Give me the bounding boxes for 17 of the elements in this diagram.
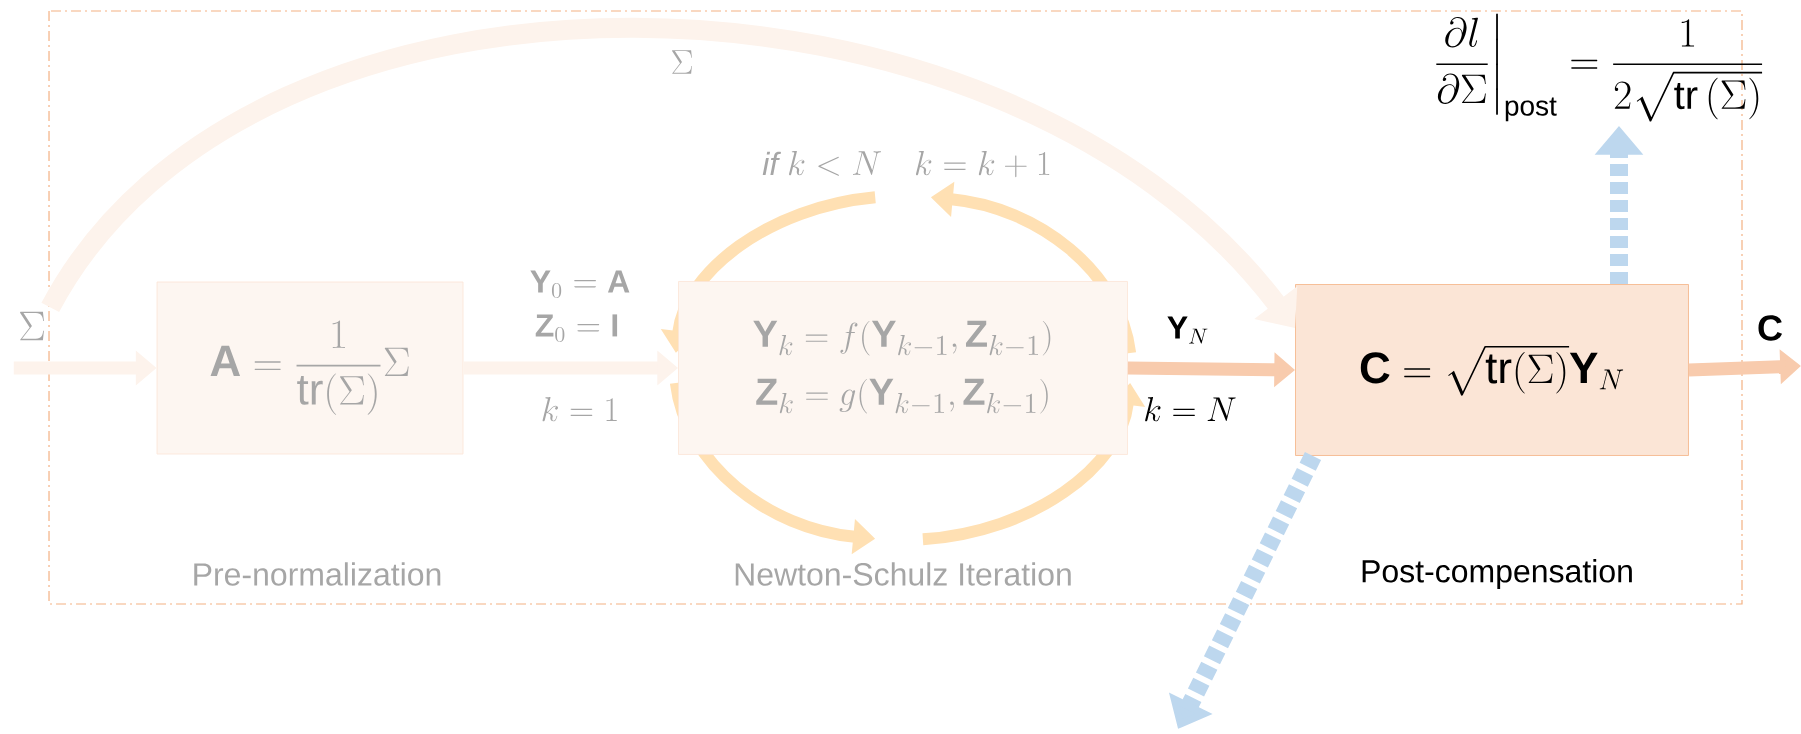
- process-box: $\mathbf{Y}_k=f(\mathbf{Y}_{k-1},\mathbf{Z}_{k-1})$ $\mathbf{Z}_k=g(\mathbf{Y}_{k-1},\mathbf{Z}_{k-1})$: [678, 281, 1128, 455]
- input-symbol: $\Sigma$: [20, 311, 44, 341]
- stage-caption: Post-compensation: [1362, 559, 1632, 589]
- stage-caption: Newton-Schulz Iteration: [735, 562, 1071, 586]
- math-label: $\mathbf{Y}_N$: [1167, 316, 1208, 344]
- curved-arrow: [42, 17, 1298, 328]
- math-label: $\mathit{if}\ k<N\quad k=k+1$: [762, 150, 1050, 178]
- stage-caption: Pre-normalization: [194, 562, 441, 586]
- edge-label: $\Sigma$: [668, 48, 696, 76]
- math-label: $k=N$: [1145, 397, 1236, 422]
- process-box: $\mathbf{A}=\frac{1}{\mathrm{tr}(\Sigma)}\Sigma$: [156, 281, 464, 455]
- math-label: $k=1$: [542, 397, 617, 422]
- gradient-formula: $\left.\frac{\partial l}{\partial\Sigma}\right|_{\mathrm{post}}=\frac{1}{2\sqrt{\mathrm{tr}\left(\Sigma\right)}}$: [1436, 13, 1763, 122]
- edge-label: $\mathbf{C}$: [1755, 313, 1785, 343]
- process-box: $\mathbf{C}=\sqrt{\mathrm{tr}(\Sigma)}\mathbf{Y}_N$: [1295, 284, 1689, 456]
- math-label: $\mathbf{Y}_0=\mathbf{A}$: [530, 270, 630, 299]
- math-label: $\mathbf{Z}_0=\mathbf{I}$: [535, 314, 618, 343]
